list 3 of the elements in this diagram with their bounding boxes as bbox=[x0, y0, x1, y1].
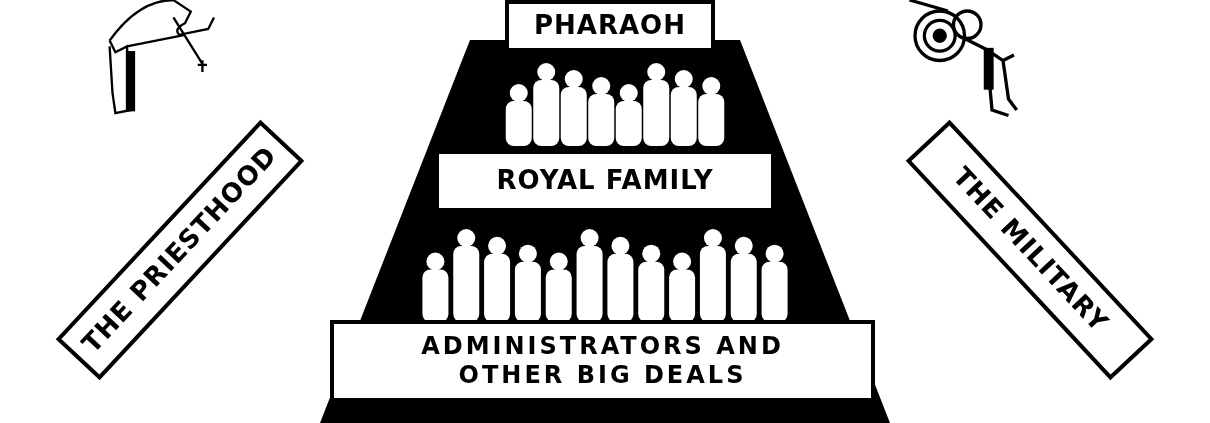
box-label: ADMINISTRATORS AND OTHER BIG DEALS bbox=[420, 332, 785, 390]
box-label: ROYAL FAMILY bbox=[496, 165, 714, 197]
box-label: PHARAOH bbox=[534, 10, 686, 42]
